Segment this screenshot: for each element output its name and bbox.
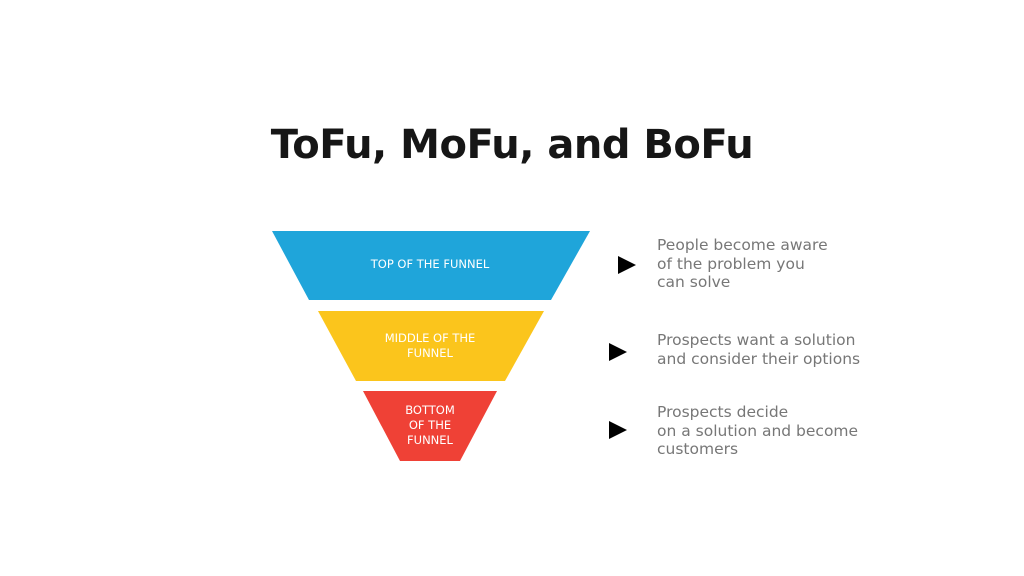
label-line: MIDDLE OF THE [384, 331, 476, 345]
label-line: TOP OF THE FUNNEL [370, 257, 490, 271]
funnel-label-bottom: BOTTOM OF THE FUNNEL [380, 403, 480, 448]
funnel-band-middle [318, 311, 544, 381]
label-line: BOTTOM [405, 403, 455, 417]
funnel-label-top: TOP OF THE FUNNEL [330, 257, 530, 272]
description-middle: Prospects want a solution and consider t… [657, 331, 860, 368]
description-line: on a solution and become [657, 421, 859, 440]
description-line: People become aware [657, 236, 828, 254]
label-line: FUNNEL [407, 433, 453, 447]
funnel-label-middle: MIDDLE OF THE FUNNEL [350, 331, 510, 361]
arrow-icon [512, 421, 627, 439]
label-line: OF THE [408, 418, 452, 432]
description-top: People become aware of the problem you c… [657, 236, 828, 292]
label-line: FUNNEL [407, 346, 453, 360]
description-line: of the problem you [657, 254, 805, 273]
description-line: Prospects decide [657, 403, 789, 421]
arrow-icon [525, 256, 636, 274]
description-bottom: Prospects decide on a solution and becom… [657, 403, 858, 459]
arrow-icon [520, 343, 627, 361]
funnel-band-bottom [363, 391, 497, 461]
description-line: Prospects want a solution [657, 331, 856, 349]
description-line: and consider their options [657, 349, 861, 368]
description-line: customers [657, 440, 739, 458]
page-title: ToFu, MoFu, and BoFu [270, 122, 754, 168]
funnel-band-top [272, 231, 590, 300]
description-line: can solve [657, 273, 731, 291]
